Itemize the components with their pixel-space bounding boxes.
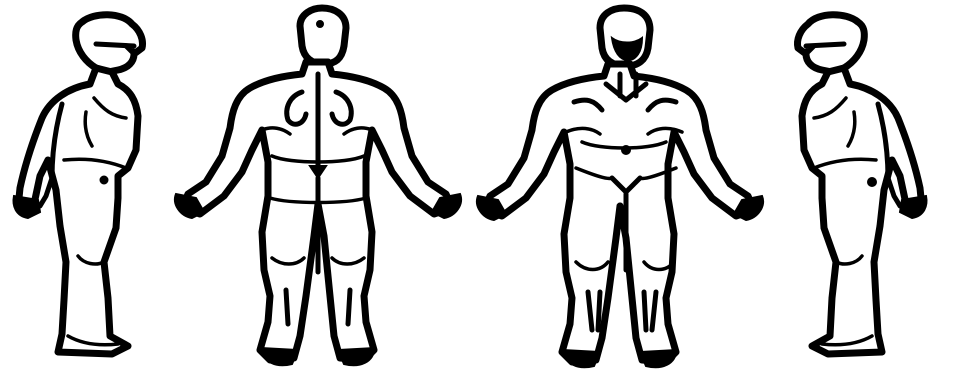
back-head bbox=[300, 8, 346, 64]
figure-front-view bbox=[477, 8, 763, 367]
front-left-foot bbox=[564, 350, 600, 367]
front-navel bbox=[622, 146, 630, 154]
figure-right-side-view bbox=[797, 15, 926, 354]
left-side-hand bbox=[14, 196, 40, 218]
figure-back-view bbox=[175, 8, 461, 365]
right-side-hair-line bbox=[806, 44, 844, 46]
right-side-hip-dot bbox=[868, 178, 876, 186]
figure-left-side-view bbox=[14, 15, 143, 354]
front-right-foot bbox=[640, 350, 676, 367]
left-side-hip-dot bbox=[101, 177, 108, 184]
left-side-hair-line bbox=[96, 44, 134, 46]
right-side-hand bbox=[900, 196, 926, 218]
front-body bbox=[484, 64, 754, 362]
back-left-calf bbox=[286, 290, 288, 324]
back-left-foot bbox=[262, 348, 298, 365]
back-right-foot bbox=[338, 348, 374, 365]
back-head-dot bbox=[317, 21, 323, 27]
back-right-calf bbox=[348, 290, 350, 324]
